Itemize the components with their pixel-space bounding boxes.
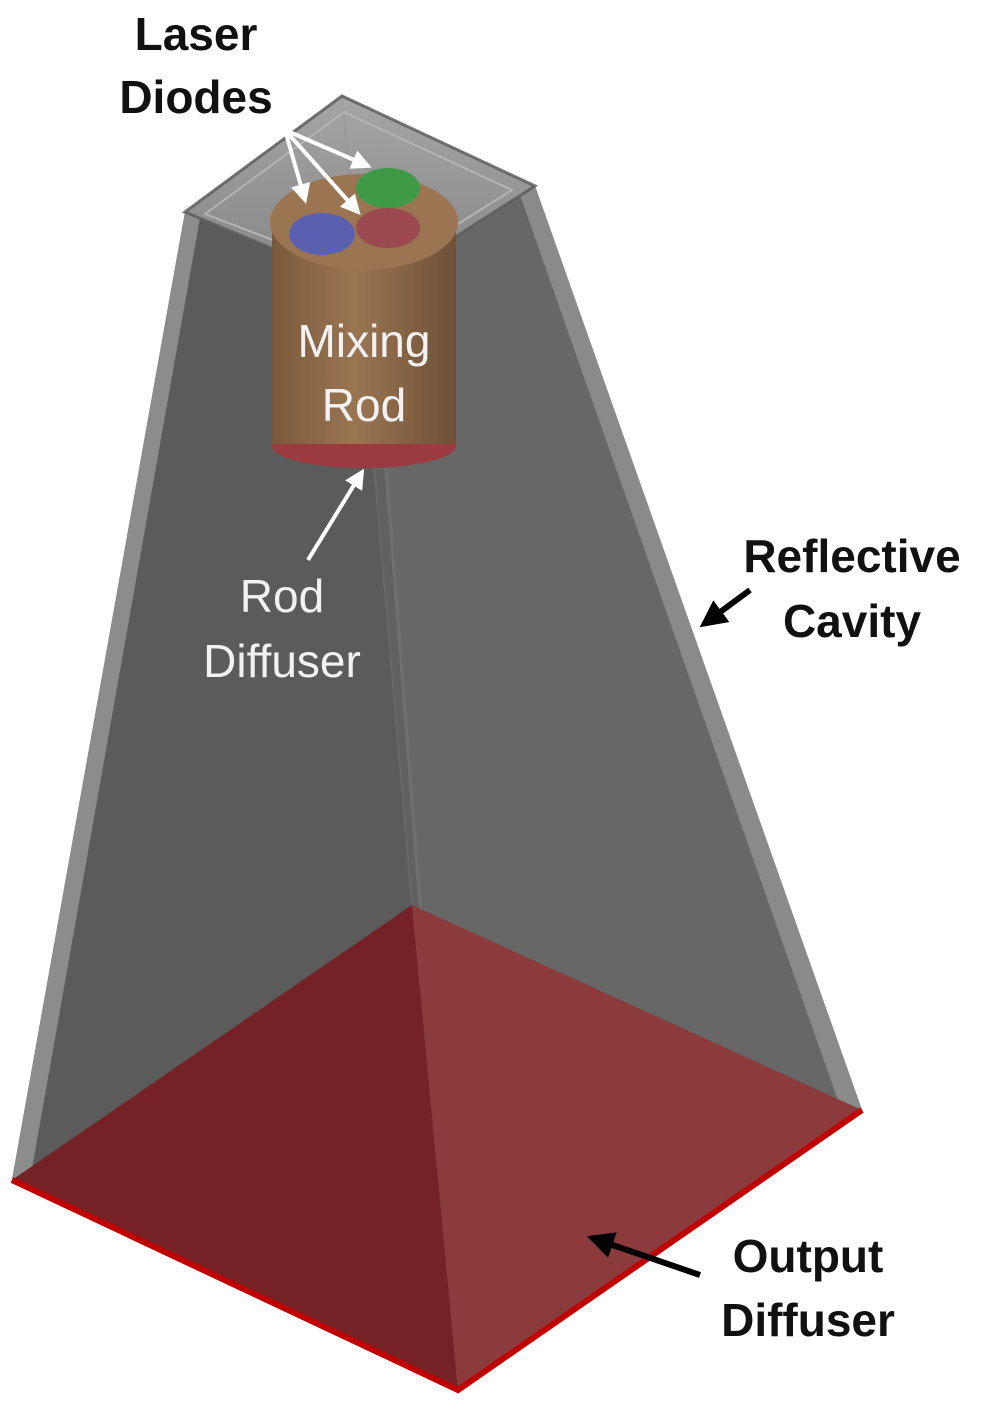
rod-diffuser-arrow (306, 468, 365, 562)
diode-green-icon (356, 168, 420, 208)
diode-blue-icon (289, 213, 355, 255)
label-reflective-line1: Reflective (743, 530, 960, 582)
label-mixing-line1: Mixing (298, 315, 431, 367)
arrow-to-red-diode (283, 128, 361, 215)
diode-red-icon (356, 208, 420, 248)
label-diodes-line2: Diodes (119, 71, 272, 123)
output-diffuser-edge (10, 1107, 864, 1394)
reflective-cavity-arrow (699, 587, 752, 628)
output-diffuser-left-face (12, 905, 458, 1390)
output-diffuser (10, 905, 864, 1394)
mixing-rod (270, 168, 458, 468)
cavity-right-edge (520, 186, 862, 1112)
output-diffuser-right-face (412, 905, 862, 1390)
cavity-left-edge (12, 212, 200, 1180)
label-output-line1: Output (733, 1230, 884, 1282)
label-rod-diffuser-line2: Diffuser (203, 635, 361, 687)
laser-diodes-arrows (283, 128, 372, 215)
label-output-diffuser-line2: Diffuser (721, 1294, 895, 1346)
label-rod-line2: Rod (322, 379, 406, 431)
cavity-back-right-face (342, 96, 862, 1110)
label-rod-diffuser-line1: Rod (240, 570, 324, 622)
output-diffuser-arrow (586, 1232, 701, 1278)
label-cavity-line2: Cavity (783, 595, 921, 647)
arrow-to-green-diode (284, 128, 372, 169)
arrow-to-blue-diode (283, 129, 311, 204)
label-laser-line1: Laser (135, 8, 258, 60)
